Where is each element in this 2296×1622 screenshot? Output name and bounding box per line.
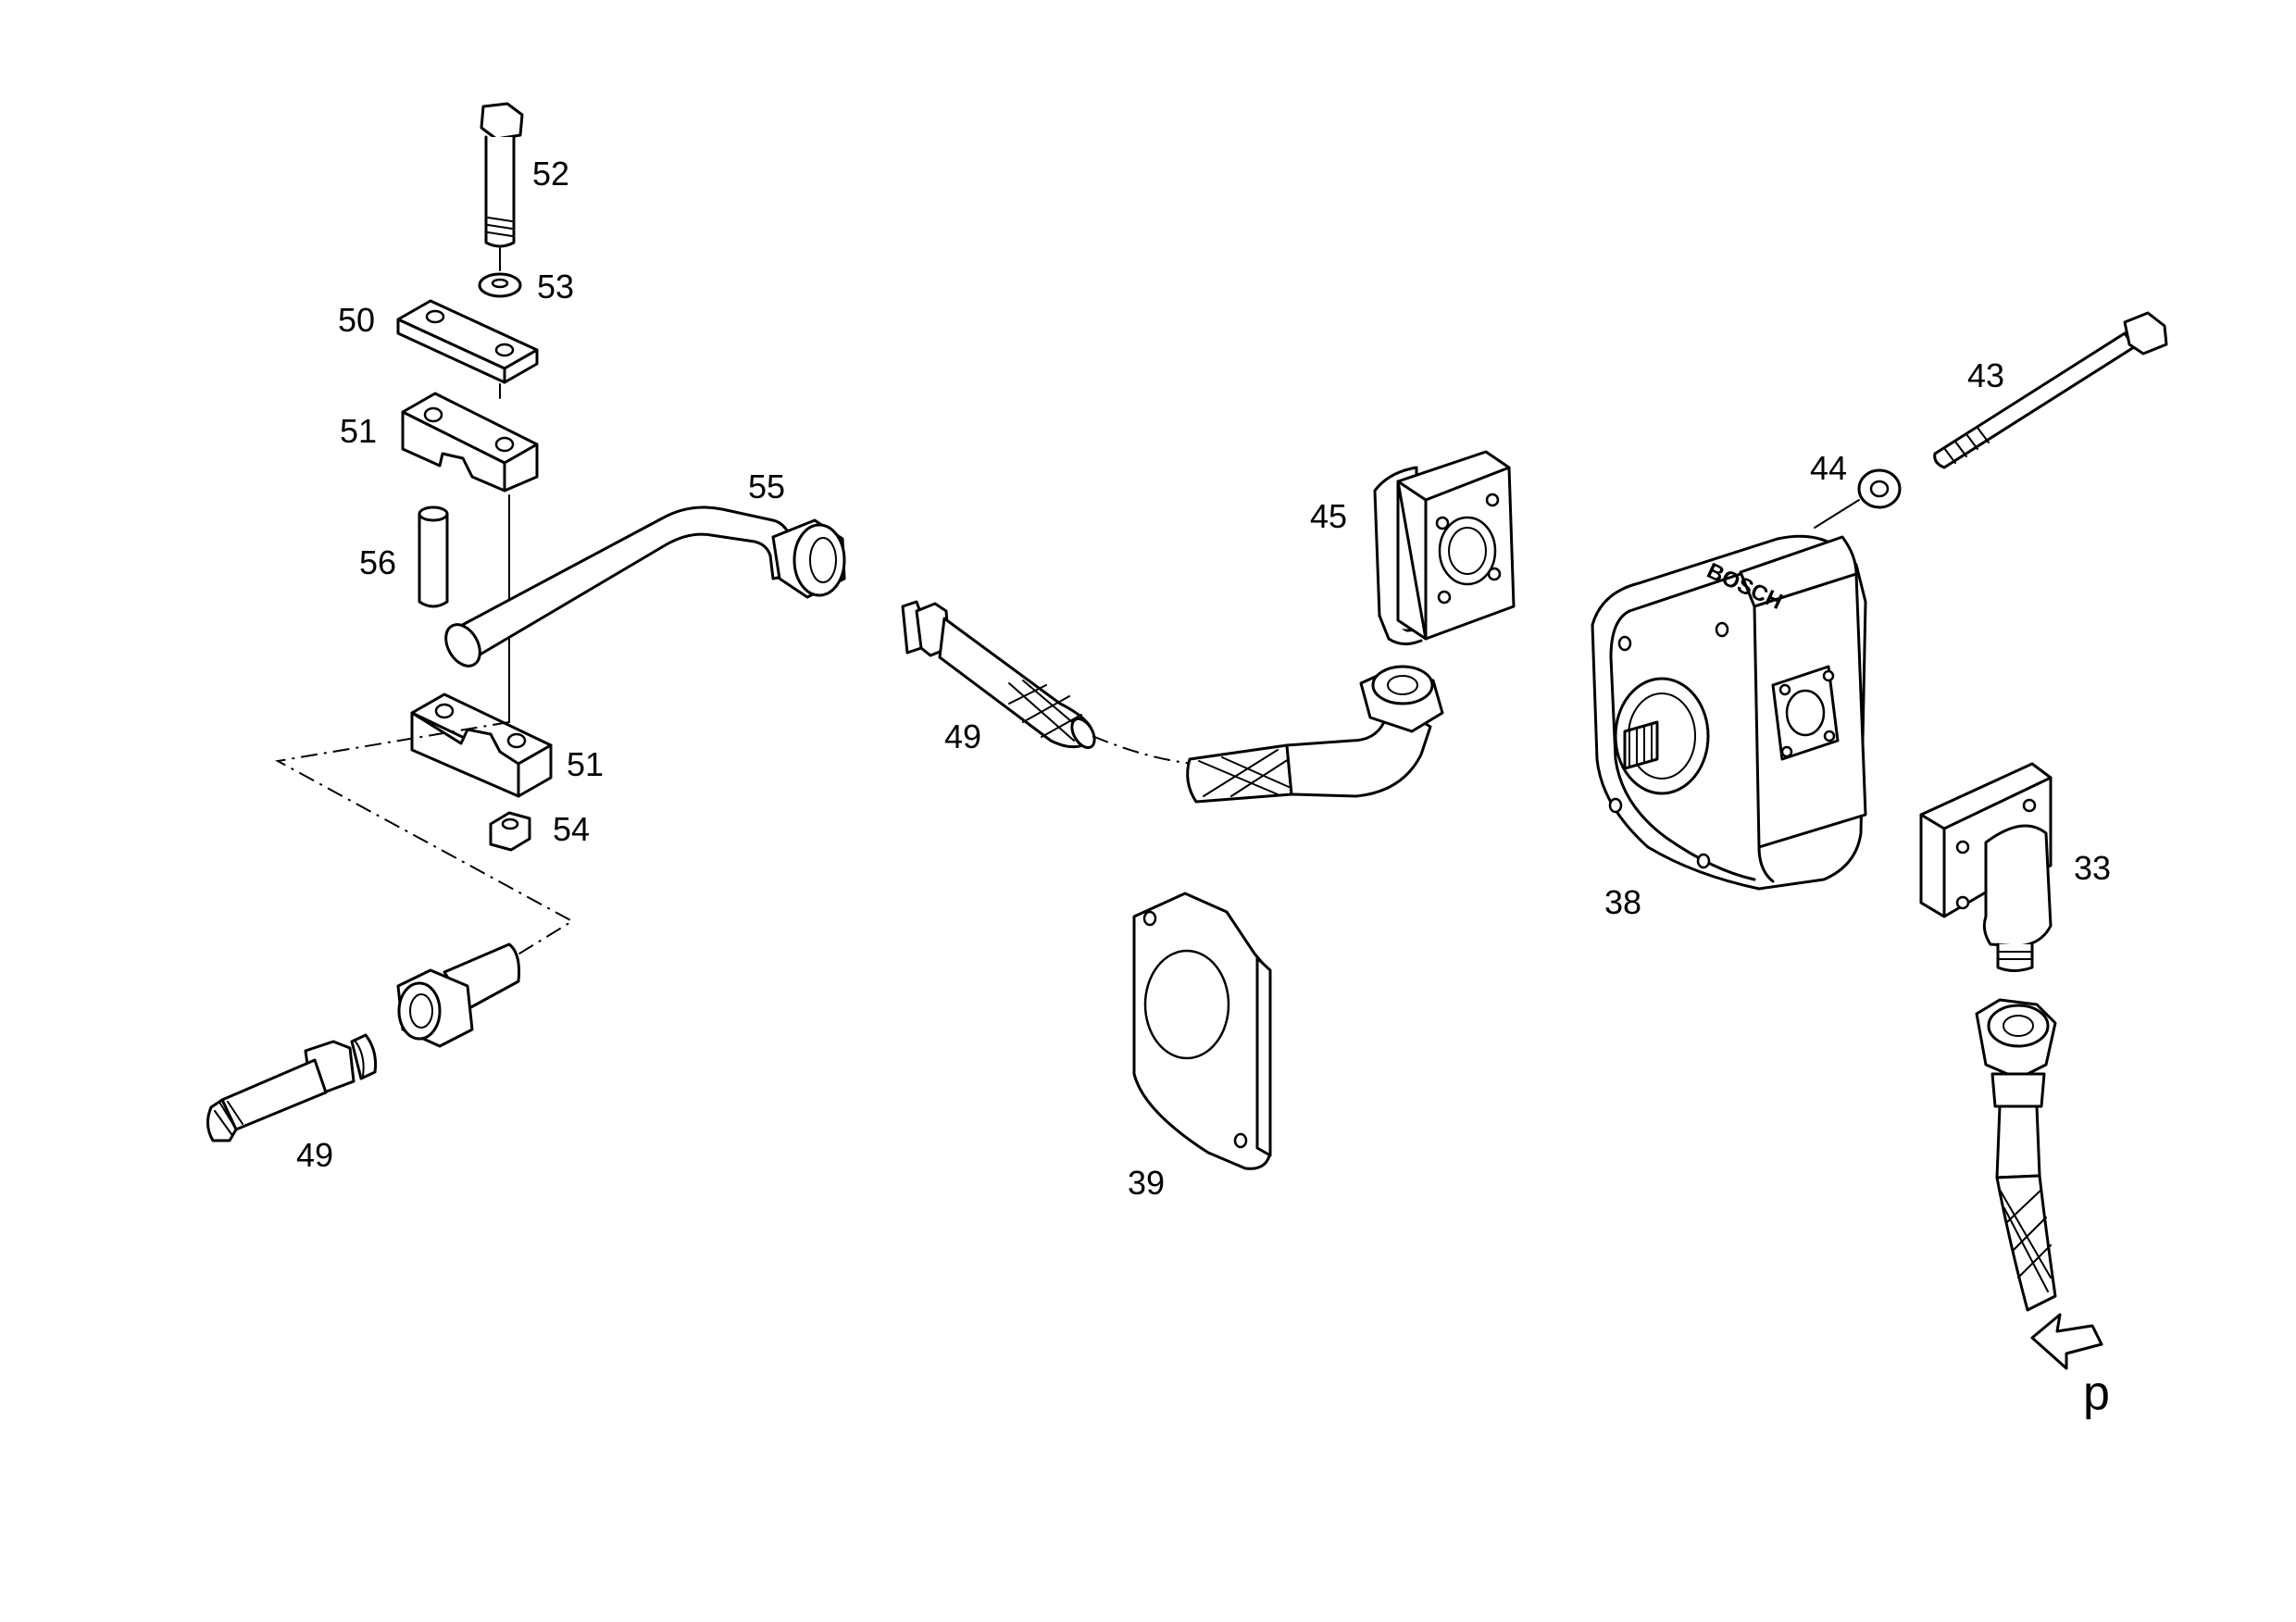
gasket-39	[1132, 892, 1272, 1170]
callout-33: 33	[2074, 849, 2111, 887]
callout-52: 52	[532, 155, 569, 193]
callout-53: 53	[537, 268, 574, 306]
hex-nut-54	[489, 811, 531, 852]
callout-54: 54	[553, 810, 590, 848]
callout-49-middle: 49	[944, 717, 981, 755]
pressure-port-label: p	[2083, 1366, 2110, 1420]
hose-assembly-33	[1975, 998, 2057, 1312]
clamp-plate-50	[396, 299, 539, 384]
callout-51-lower: 51	[567, 745, 604, 783]
hose-continuation-dash	[1092, 735, 1195, 765]
callout-44: 44	[1810, 449, 1847, 487]
long-bolt-43	[1933, 311, 2168, 469]
callout-43: 43	[1967, 356, 2004, 394]
pressure-arrow	[2030, 1313, 2103, 1370]
adapter-fitting-left	[396, 942, 520, 1048]
hex-bolt-52	[480, 102, 524, 248]
clamp-half-51-upper	[401, 392, 539, 493]
washer-53	[478, 272, 522, 298]
flange-block-45	[1373, 450, 1516, 645]
callout-55: 55	[748, 468, 785, 505]
gear-pump-38: BOSCH	[1591, 534, 1867, 891]
callout-38: 38	[1604, 883, 1641, 921]
callout-45: 45	[1310, 497, 1347, 535]
pipe-55	[444, 505, 846, 668]
clamp-half-51-lower	[410, 692, 553, 798]
callout-56: 56	[359, 543, 396, 581]
braided-hose-elbow	[1186, 665, 1444, 804]
elbow-flange-33	[1919, 762, 2053, 972]
hose-fitting-49-middle	[901, 600, 1096, 750]
pump-axis-line	[1814, 499, 1860, 529]
callout-51-upper: 51	[340, 412, 377, 450]
washer-44	[1857, 468, 1902, 509]
callout-50: 50	[338, 301, 375, 339]
callout-49-left: 49	[296, 1136, 333, 1174]
callout-39: 39	[1128, 1164, 1165, 1202]
dowel-pin-56	[418, 505, 449, 608]
hose-fitting-49-left	[206, 1033, 377, 1142]
routing-dash-line-left	[274, 721, 574, 962]
